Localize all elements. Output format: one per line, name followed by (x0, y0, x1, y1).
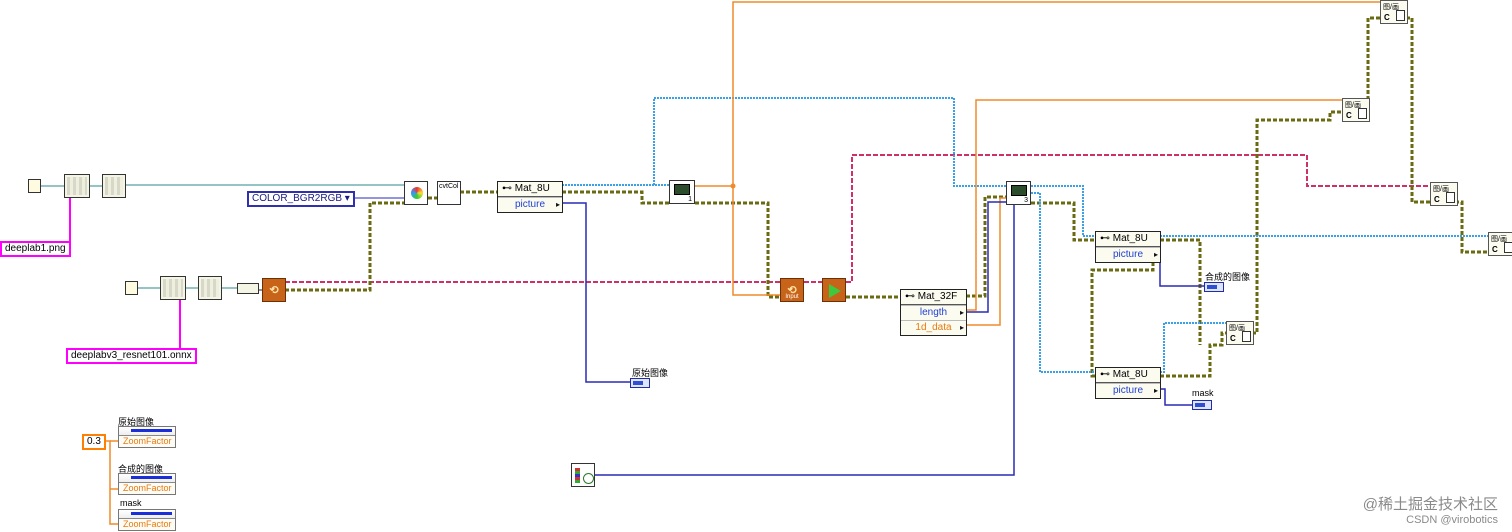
unbundle-mat8u-mid[interactable]: ⊷ Mat_8U picture▸ (1095, 231, 1161, 263)
prop-title-mask: mask (120, 498, 142, 508)
node-glyph-icon: ⟲ (269, 284, 279, 297)
forward-node[interactable] (822, 278, 846, 302)
imread-node[interactable] (404, 181, 428, 205)
unbundle-mat8u-top[interactable]: ⊷ Mat_8U picture▸ (497, 181, 563, 213)
original-image-indicator[interactable] (630, 378, 650, 388)
watermark-line2: CSDN @virobotics (1406, 514, 1498, 526)
original-image-label: 原始图像 (632, 368, 669, 378)
property-node-combined[interactable]: ZoomFactor (118, 473, 176, 495)
clock-icon (583, 473, 594, 484)
property-node-header (119, 510, 175, 519)
image-icon (674, 184, 690, 195)
unbundle-row-picture[interactable]: picture▸ (1096, 247, 1160, 262)
path-function-2[interactable] (102, 174, 126, 198)
watermark-line1: @稀土掘金技术社区 (1362, 496, 1498, 513)
image-icon (1011, 185, 1027, 196)
combined-image-indicator[interactable] (1204, 282, 1224, 292)
error-handler-node[interactable] (571, 463, 595, 487)
stack-icon (575, 468, 580, 483)
mask-image-label: mask (1192, 388, 1214, 398)
document-icon (1358, 108, 1367, 119)
property-node-header (119, 427, 175, 436)
watermark: @稀土掘金技术社区 CSDN @virobotics (1363, 493, 1498, 526)
blob-from-image-node[interactable]: 1 (669, 180, 695, 204)
cvtcolor-node[interactable]: cvtCol (437, 181, 461, 205)
combined-image-label: 合成的图像 (1205, 272, 1251, 282)
model-path-icon (125, 281, 138, 295)
unbundle-head: ⊷ Mat_32F (901, 290, 966, 305)
unbundle-row-length[interactable]: length▸ (901, 305, 966, 320)
unbundle-mat8u-bot[interactable]: ⊷ Mat_8U picture▸ (1095, 367, 1161, 399)
prop-title-original: 原始图像 (118, 417, 155, 427)
file-path-icon (28, 179, 41, 193)
document-icon (1504, 242, 1512, 253)
unbundle-head: ⊷ Mat_8U (498, 182, 562, 197)
node-glyph-icon: ⟲ (787, 284, 797, 297)
unbundle-row-picture[interactable]: picture▸ (1096, 383, 1160, 398)
unbundle-row-1d-data[interactable]: 1d_data▸ (901, 320, 966, 335)
color-wheel-icon (411, 187, 423, 199)
path-function-3[interactable] (160, 276, 186, 300)
run-arrow-icon (829, 284, 841, 298)
zoom-factor-constant[interactable]: 0.3 (82, 434, 106, 450)
path-function-4[interactable] (198, 276, 222, 300)
zoom-factor-property[interactable]: ZoomFactor (123, 483, 172, 493)
path-function-1[interactable] (64, 174, 90, 198)
property-node-header (119, 474, 175, 483)
document-icon (1242, 331, 1251, 342)
unbundle-head: ⊷ Mat_8U (1096, 368, 1160, 383)
document-icon (1446, 192, 1455, 203)
set-input-node[interactable]: ⟲Input (780, 278, 804, 302)
unbundle-row-picture[interactable]: picture▸ (498, 197, 562, 212)
zoom-factor-property[interactable]: ZoomFactor (123, 436, 172, 446)
document-icon (1396, 10, 1405, 21)
path-to-string-icon[interactable] (237, 283, 259, 294)
postprocess-node[interactable]: 3 (1006, 181, 1031, 205)
color-conversion-enum[interactable]: COLOR_BGR2RGB ▾ (247, 191, 355, 207)
unbundle-head: ⊷ Mat_8U (1096, 232, 1160, 247)
mask-image-indicator[interactable] (1192, 400, 1212, 410)
zoom-factor-property[interactable]: ZoomFactor (123, 519, 172, 529)
read-net-node[interactable]: ⟲ (262, 278, 286, 302)
property-node-original[interactable]: ZoomFactor (118, 426, 176, 448)
image-path-constant[interactable]: deeplab1.png (0, 241, 71, 257)
property-node-mask[interactable]: ZoomFactor (118, 509, 176, 531)
unbundle-mat32f[interactable]: ⊷ Mat_32F length▸ 1d_data▸ (900, 289, 967, 336)
prop-title-combined: 合成的图像 (118, 464, 164, 474)
model-path-constant[interactable]: deeplabv3_resnet101.onnx (66, 348, 197, 364)
